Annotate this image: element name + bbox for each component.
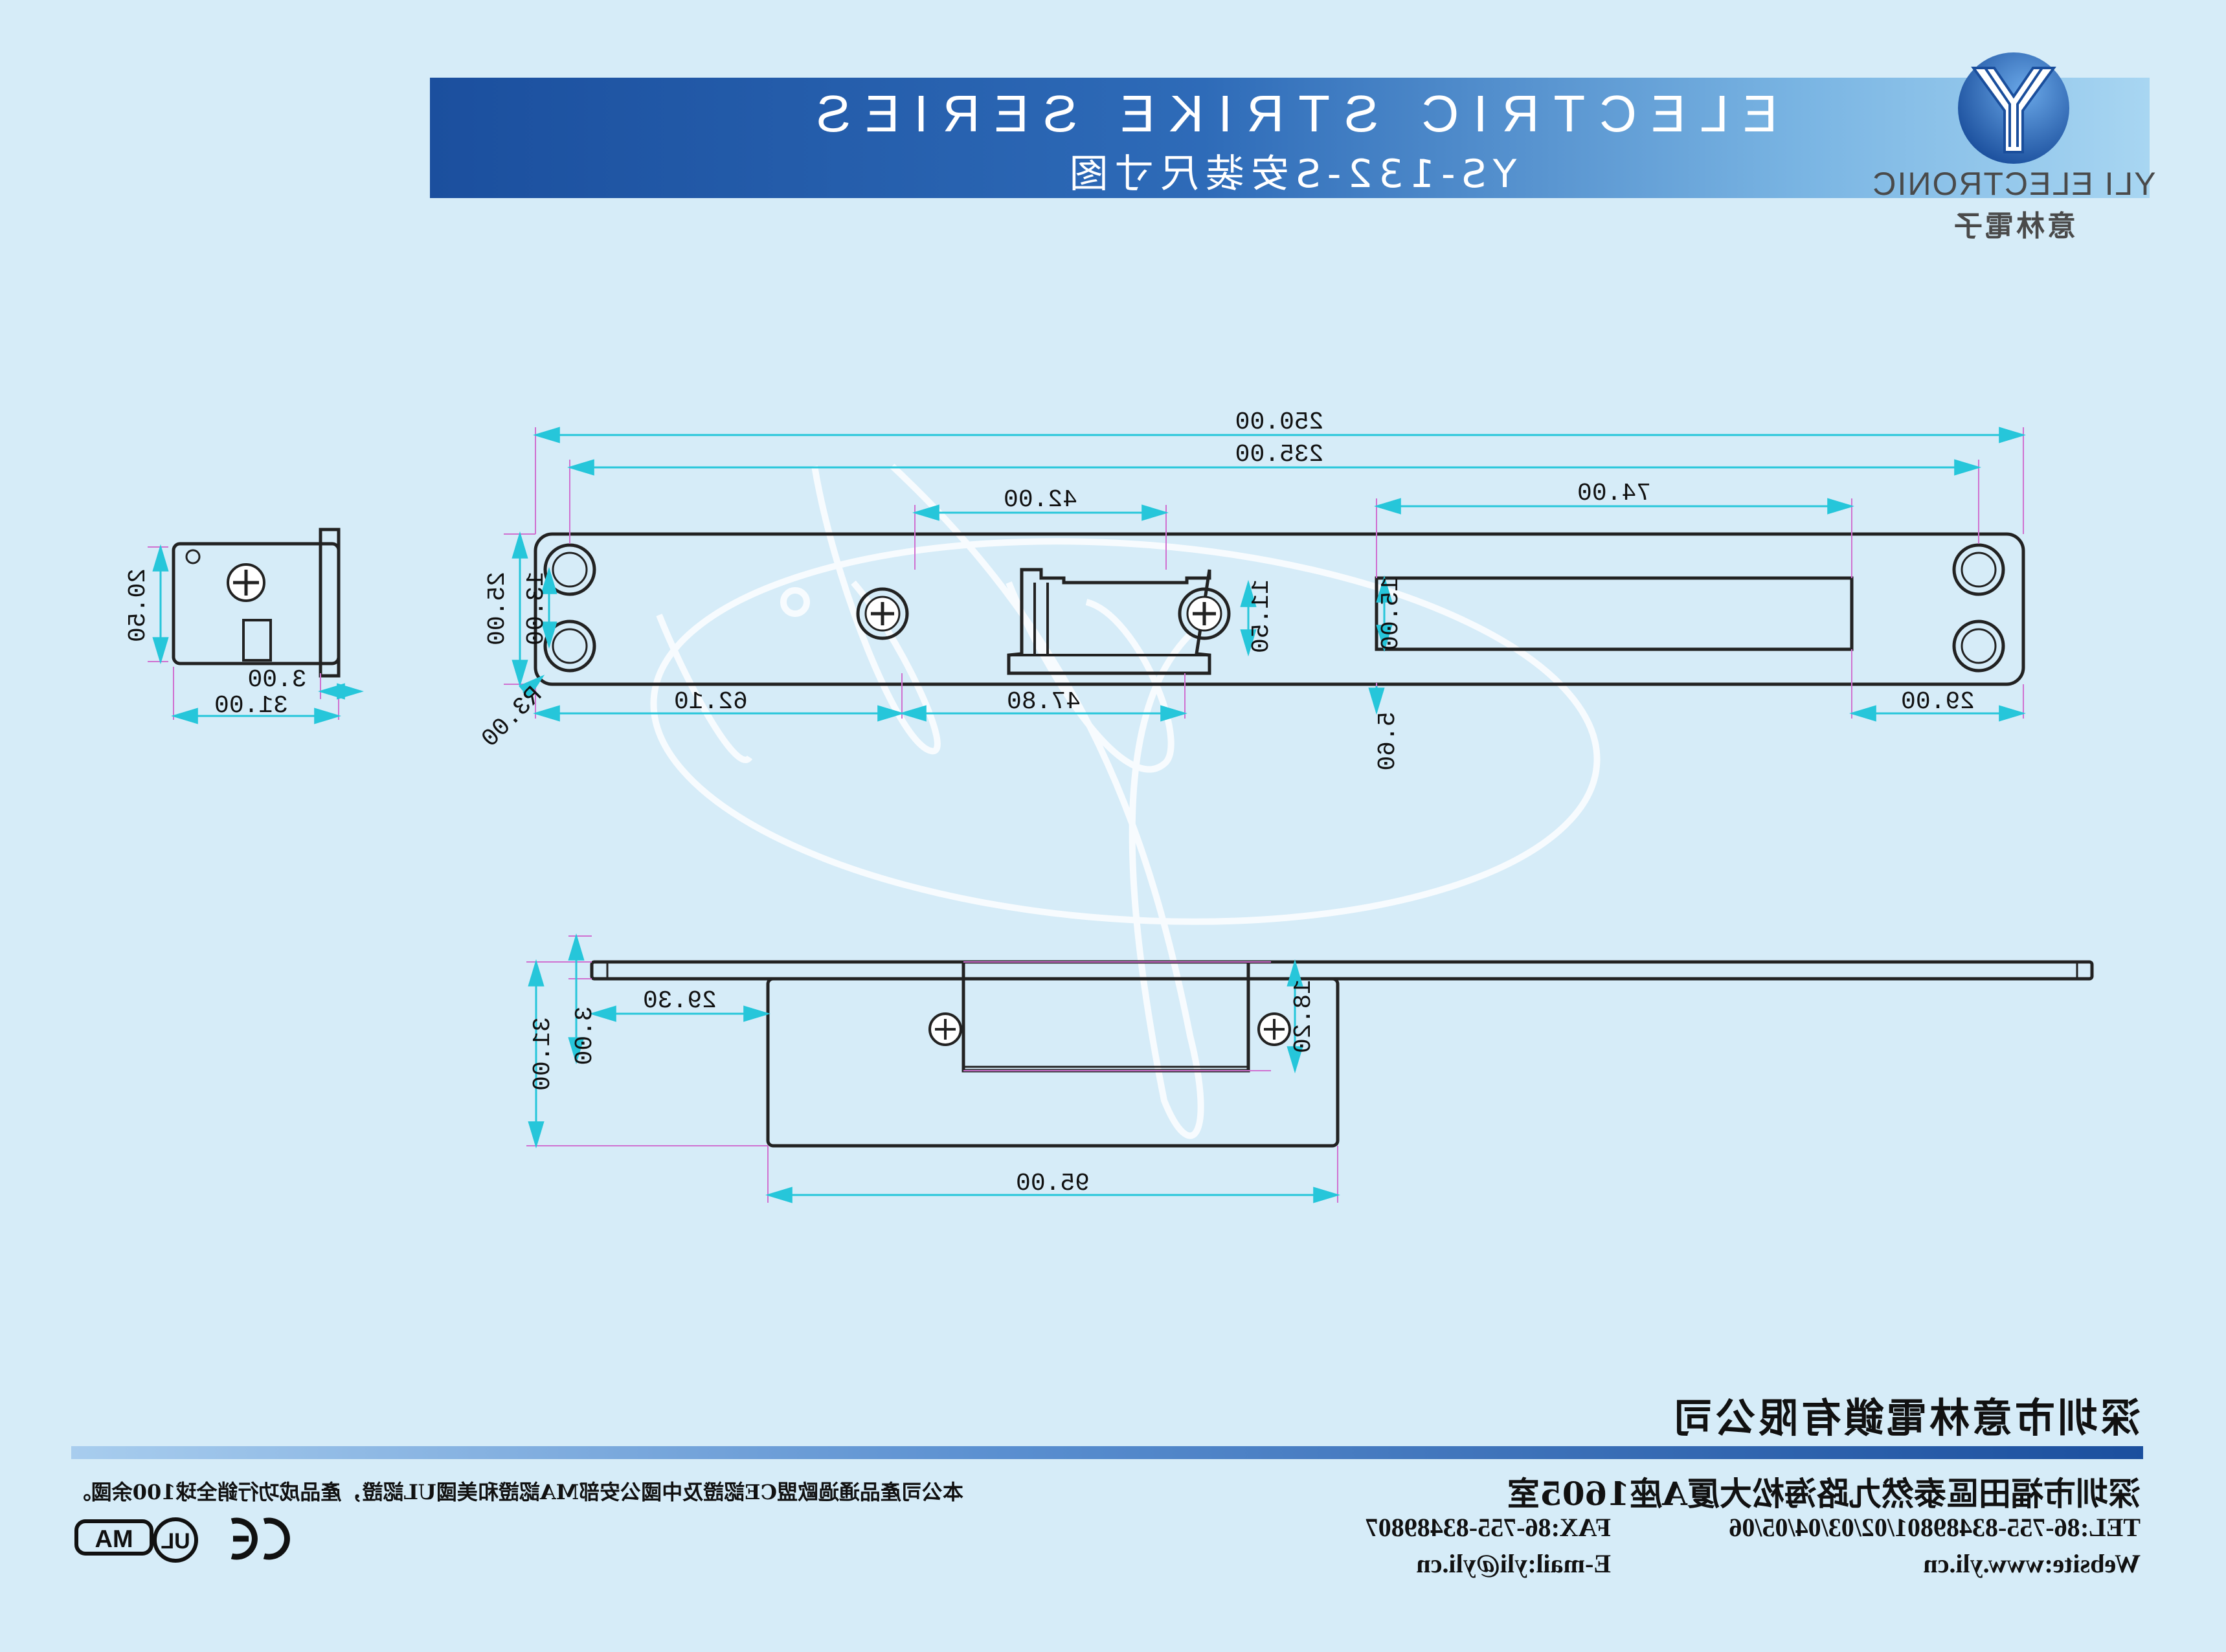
side-view: 20.50 3.00 31.00 [124, 528, 365, 724]
dim-keeper-height: 11.50 [1248, 579, 1276, 653]
company-logo: YLI ELECTRONIC 意林電子 [1858, 49, 2169, 243]
footer-rule [71, 1446, 2143, 1459]
keeper-screw-left-icon [1178, 587, 1231, 640]
svg-text:MA: MA [95, 1526, 133, 1553]
dim-left-offset: 62.10 [674, 688, 748, 716]
ce-mark-icon [230, 1517, 290, 1560]
dim-corner-radius: R3.00 [477, 682, 548, 753]
faceplate-outline [534, 532, 2025, 686]
footer-company: 深圳市意林電鎖有限公司 [1670, 1394, 2141, 1442]
footer-fax: FAX:86-755-83489807 [1365, 1513, 1611, 1542]
mount-hole-top-left [1952, 543, 2005, 596]
keeper-assembly [1007, 568, 1211, 675]
dim-plate-height: 25.00 [484, 572, 512, 645]
dim-hole-span: 235.00 [1235, 441, 1324, 469]
side-tab [242, 619, 272, 662]
svg-text:UL: UL [161, 1529, 190, 1554]
yli-y-globe-icon [1958, 52, 2069, 164]
dim-side-lip: 3.00 [247, 666, 306, 694]
side-faceplate [319, 528, 341, 678]
dim-keeper-span: 47.80 [1007, 688, 1081, 716]
top-extension-lines [504, 427, 2024, 719]
bottom-extension-lines [526, 935, 1338, 1203]
dim-profile-body-length: 95.00 [1016, 1170, 1090, 1198]
dim-profile-height: 31.00 [529, 1017, 557, 1091]
ma-mark-icon: MA [74, 1519, 153, 1556]
dim-slot-height: 15.00 [1377, 577, 1405, 651]
top-view: 250.00 235.00 42.00 74.00 62.10 47.80 29… [477, 408, 2027, 771]
top-dimension-lines [512, 427, 2027, 722]
dim-side-depth: 31.00 [214, 692, 288, 720]
dim-right-offset: 29.00 [1901, 688, 1975, 716]
dim-slot-offset: 5.60 [1374, 711, 1402, 770]
mount-hole-bottom-left [1952, 620, 2005, 673]
footer-tel: TEL:86-755-83489801/02/03/04/05/06 [1729, 1513, 2141, 1542]
footer-email[interactable]: E-mail:yli@yli.cn [1416, 1549, 1611, 1578]
dim-profile-body-depth: 18.20 [1290, 979, 1318, 1053]
dim-profile-offset: 29.30 [643, 987, 717, 1015]
side-rivet [185, 549, 201, 564]
dim-slot-length: 74.00 [1577, 480, 1651, 508]
footer-website[interactable]: Website:www.yli.cn [1923, 1549, 2141, 1578]
dim-hole-gap: 13.00 [523, 572, 550, 645]
watermark-logo [650, 463, 1601, 1139]
bottom-dimension-lines [528, 933, 1341, 1203]
keeper-screw-right-icon [856, 587, 909, 640]
side-screw-icon [227, 563, 265, 602]
bottom-view: 3.00 31.00 29.30 18.20 95.00 [526, 933, 2094, 1203]
profile-screw-right-icon [928, 1012, 962, 1046]
profile-plate [590, 960, 2094, 981]
footer-address: 深圳市福田區泰然九路海松大厦A座1605室 [1507, 1475, 2141, 1513]
dim-keeper-width: 42.00 [1004, 486, 1077, 514]
dim-side-height: 20.50 [124, 568, 152, 642]
profile-screw-left-icon [1257, 1012, 1291, 1046]
dim-overall-length: 250.00 [1235, 408, 1324, 436]
ul-mark-icon: UL [153, 1517, 198, 1563]
footer-cert-note: 本公司產品通過歐盟CE認證及中國公安部MA認證和美國UL認證，產品成功行銷全球1… [70, 1480, 963, 1504]
dim-profile-thickness: 3.00 [571, 1006, 599, 1065]
profile-body [766, 977, 1340, 1148]
